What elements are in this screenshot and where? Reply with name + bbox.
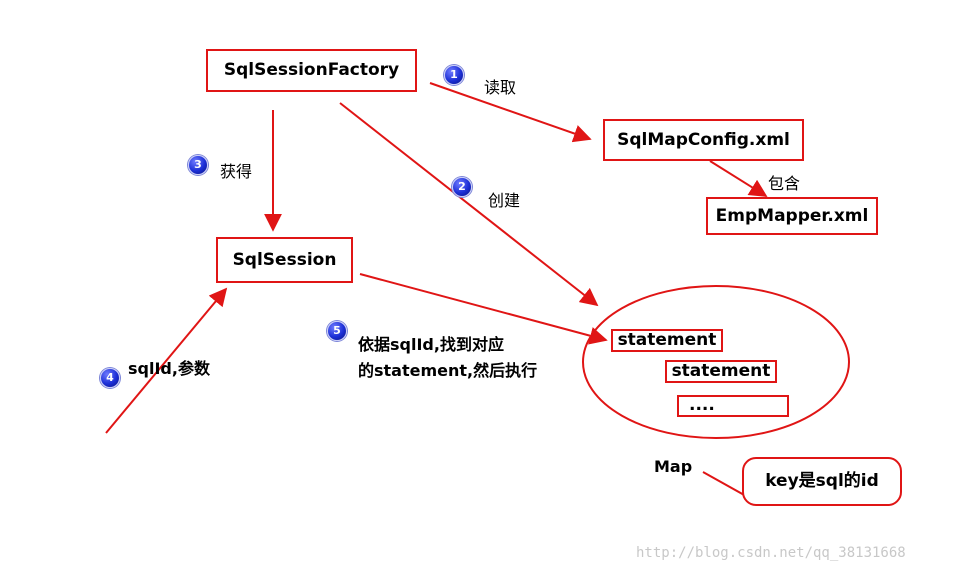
map-label: Map <box>654 457 693 476</box>
step-5-label-line1: 依据sqlId,找到对应 <box>358 335 504 354</box>
step-5-badge: 5 <box>327 321 347 341</box>
arrow-create <box>339 102 599 307</box>
sqlmapconfig-box: SqlMapConfig.xml <box>603 119 804 161</box>
sqlsessionfactory-box: SqlSessionFactory <box>206 49 417 92</box>
arrow-contains <box>709 160 768 197</box>
sqlsessionfactory-label: SqlSessionFactory <box>223 60 400 80</box>
empmapper-label: EmpMapper.xml <box>715 205 869 226</box>
step-4-badge: 4 <box>100 368 120 388</box>
step-2-badge: 2 <box>452 177 472 197</box>
step-2-label: 创建 <box>488 191 521 210</box>
step-1-badge: 1 <box>444 65 464 85</box>
step-1-label: 读取 <box>484 78 517 97</box>
step-4-label: sqlId,参数 <box>128 359 210 378</box>
arrow-read <box>429 82 592 143</box>
statement-box-1: statement <box>611 329 723 352</box>
sqlsession-label: SqlSession <box>232 249 337 270</box>
callout-box: key是sql的id <box>742 457 902 506</box>
sqlmapconfig-label: SqlMapConfig.xml <box>617 129 790 150</box>
statement-box-3: .... <box>677 395 789 417</box>
arrow-input <box>105 287 228 434</box>
sqlsession-box: SqlSession <box>216 237 353 283</box>
watermark-text: http://blog.csdn.net/qq_38131668 <box>636 545 906 561</box>
statement-label-1: statement <box>617 330 717 350</box>
statement-label-2: statement <box>671 361 771 381</box>
statement-label-3: .... <box>689 395 715 415</box>
step-3-badge: 3 <box>188 155 208 175</box>
callout-pointer <box>702 471 747 498</box>
callout-label: key是sql的id <box>765 471 879 491</box>
step-5-label-line2: 的statement,然后执行 <box>358 361 538 380</box>
statement-box-2: statement <box>665 360 777 383</box>
step-3-label: 获得 <box>220 162 253 181</box>
contains-label: 包含 <box>768 174 801 193</box>
arrow-execute <box>359 273 608 345</box>
map-ellipse <box>582 285 850 439</box>
empmapper-box: EmpMapper.xml <box>706 197 878 235</box>
